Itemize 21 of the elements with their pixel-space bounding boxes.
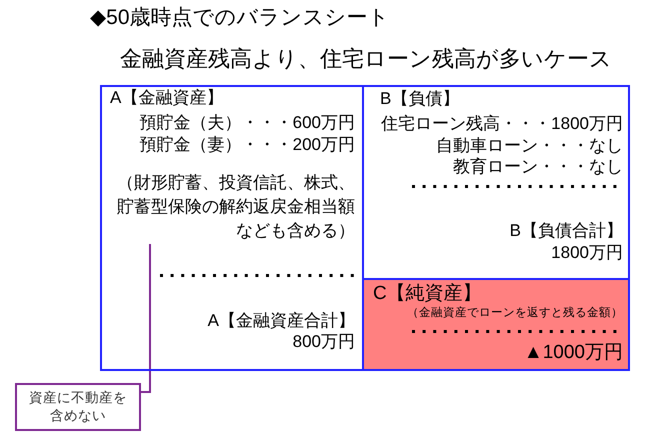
title: ◆50歳時点でのバランスシート <box>90 5 390 31</box>
section-heading: C【純資産】 <box>373 283 482 305</box>
line-item: 預貯金（妻）・・・200万円 <box>140 134 355 156</box>
callout-text: 資産に不動産を含めない <box>28 389 128 425</box>
line-item: 自動車ローン・・・なし <box>436 135 623 156</box>
total-heading: A【金融資産合計】 <box>208 311 355 331</box>
total-amount: 800万円 <box>292 332 355 352</box>
line-item: 預貯金（夫）・・・600万円 <box>140 112 355 134</box>
note-text: （財形貯蓄、投資信託、株式、貯蓄型保険の解約返戻金相当額なども含める） <box>116 172 355 242</box>
subtitle: 金融資産残高より、住宅ローン残高が多いケース <box>120 45 612 73</box>
section-heading: B【負債】 <box>380 88 460 109</box>
leader-line <box>141 244 151 393</box>
note-text: （金融資産でローンを返すと残る金額） <box>407 307 623 320</box>
callout-box <box>15 383 141 431</box>
line-item: 教育ローン・・・なし <box>453 156 623 177</box>
line-item: 住宅ローン残高・・・1800万円 <box>381 113 623 134</box>
net-assets-panel <box>362 278 630 371</box>
total-amount: 1800万円 <box>551 242 623 263</box>
net-worth-amount: ▲1000万円 <box>524 341 623 365</box>
section-heading: A【金融資産】 <box>110 87 224 109</box>
total-heading: B【負債合計】 <box>510 220 623 241</box>
